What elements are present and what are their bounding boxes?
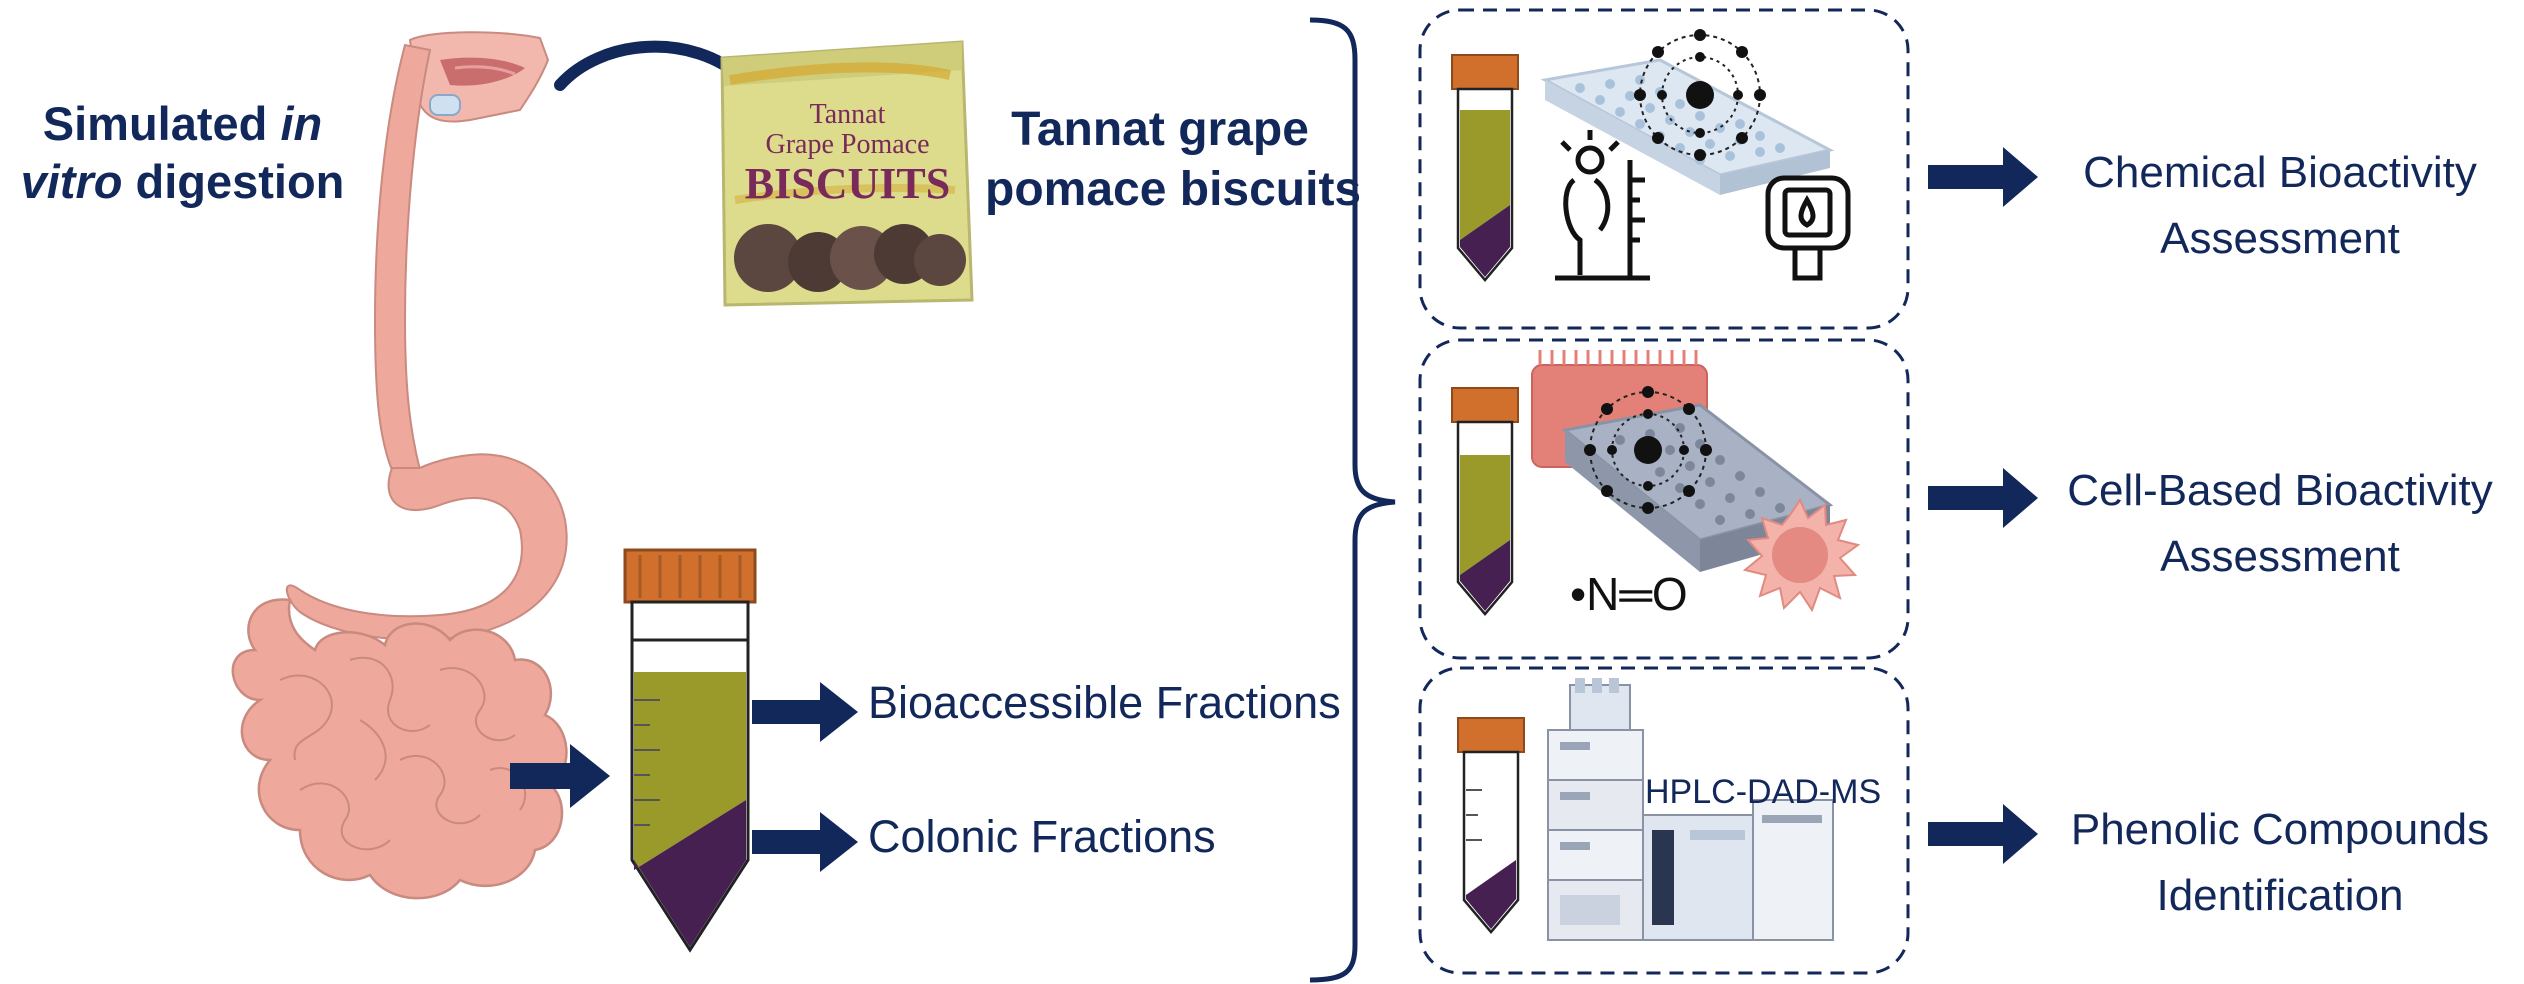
nitric-oxide-label: •N═O (1570, 568, 1688, 620)
intestines-illustration (231, 598, 568, 900)
sample-tube (1451, 387, 1519, 616)
free-radical-icon (1634, 29, 1766, 161)
grouping-brace (1309, 17, 1396, 983)
instrument-label: HPLC-DAD-MS (1645, 773, 1881, 811)
package-label: Tannat Grape Pomace BISCUITS (744, 99, 951, 208)
bioaccessible-fractions-label: Bioaccessible Fractions (868, 677, 1341, 728)
cell-based-bioactivity-label: Cell-Based Bioactivity Assessment (2067, 466, 2493, 581)
chemical-arrow (1928, 147, 2038, 207)
free-radical-icon (1584, 386, 1712, 514)
centre-tube (623, 548, 757, 953)
panel-cell-based-bioactivity (1418, 338, 1910, 660)
digestive-tract-illustration (231, 31, 568, 900)
intestine-to-tube-arrow (510, 744, 610, 808)
biscuits-title: Tannat grape pomace biscuits (985, 103, 1362, 216)
hplc-instrument-illustration (1547, 678, 1834, 941)
panel-phenolic-identification (1418, 666, 1910, 975)
mouth-to-biscuits-connector (554, 40, 751, 91)
sample-tube (1457, 717, 1525, 934)
glucometer-icon (1765, 175, 1851, 281)
body-measurement-icon (1555, 130, 1650, 281)
panel-chemical-bioactivity (1418, 8, 1910, 330)
simulated-digestion-title: Simulated in vitro digestion (20, 97, 345, 208)
cell-based-arrow (1928, 468, 2038, 528)
phenolic-arrow (1928, 804, 2038, 864)
colonic-arrow (752, 812, 858, 872)
macrophage-cell-icon (1742, 497, 1861, 613)
biscuit (914, 234, 966, 286)
chemical-bioactivity-label: Chemical Bioactivity Assessment (2083, 148, 2477, 263)
colonic-fractions-label: Colonic Fractions (868, 811, 1216, 862)
biscuit-package (720, 40, 974, 307)
bioaccessible-arrow (752, 682, 858, 742)
microplate-illustration (1540, 58, 1835, 195)
biscuit (734, 224, 802, 292)
stomach-illustration (285, 453, 568, 641)
sample-tube (1451, 54, 1519, 282)
phenolic-compounds-label: Phenolic Compounds Identification (2070, 805, 2490, 920)
